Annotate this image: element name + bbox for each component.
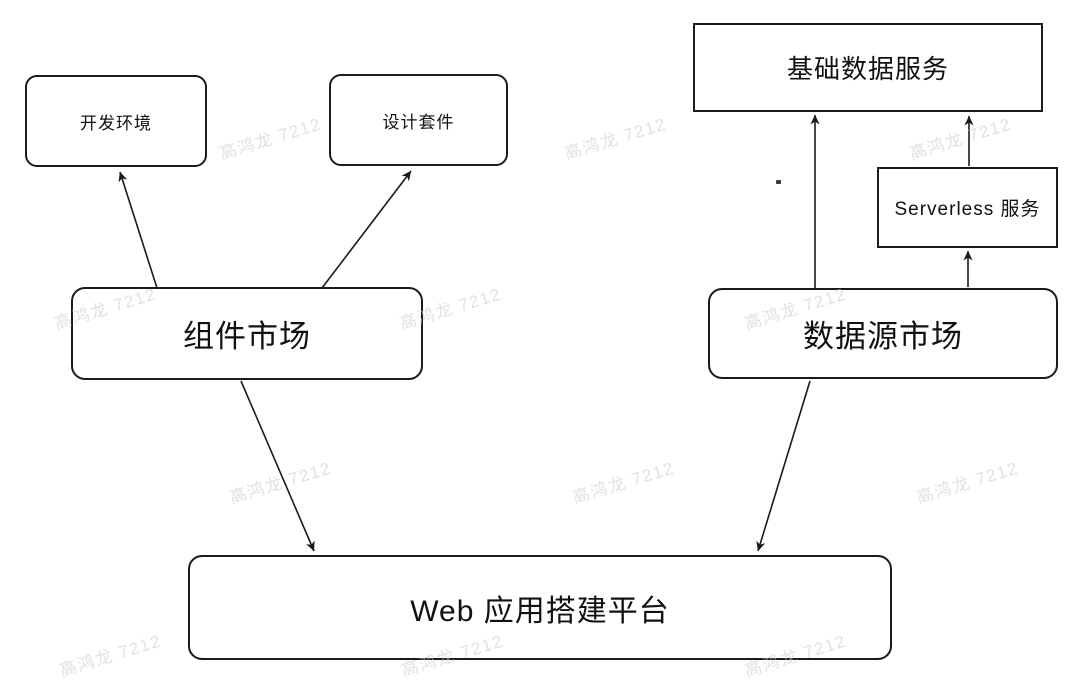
watermark-text: 高鸿龙 7212 [570,458,677,508]
node-serverless: Serverless 服务 [877,167,1058,248]
node-label: 基础数据服务 [786,54,949,84]
node-design-kit: 设计套件 [329,74,508,166]
edge-component-market-to-design-kit [321,170,412,289]
node-label: 数据源市场 [803,319,963,354]
watermark-text: 高鸿龙 7212 [217,114,324,164]
node-component-market: 组件市场 [71,287,423,380]
watermark-text: 高鸿龙 7212 [57,631,164,681]
node-label: Serverless 服务 [894,199,1041,220]
edge-component-market-to-web-platform [240,380,315,552]
stray-dot-artifact [776,180,781,184]
node-base-data-service: 基础数据服务 [693,23,1043,112]
node-label: 组件市场 [183,319,311,354]
watermark-text: 高鸿龙 7212 [562,114,669,164]
node-label: Web 应用搭建平台 [410,594,670,628]
node-datasource-market: 数据源市场 [708,288,1058,379]
edge-datasource-market-to-web-platform [756,380,811,552]
node-label: 开发环境 [80,113,152,133]
watermark-text: 高鸿龙 7212 [907,114,1014,164]
node-dev-env: 开发环境 [25,75,207,167]
watermark-text: 高鸿龙 7212 [914,458,1021,508]
node-label: 设计套件 [382,112,455,132]
watermark-text: 高鸿龙 7212 [227,458,334,508]
edge-component-market-to-dev-env [118,171,158,289]
node-web-platform: Web 应用搭建平台 [188,555,892,660]
